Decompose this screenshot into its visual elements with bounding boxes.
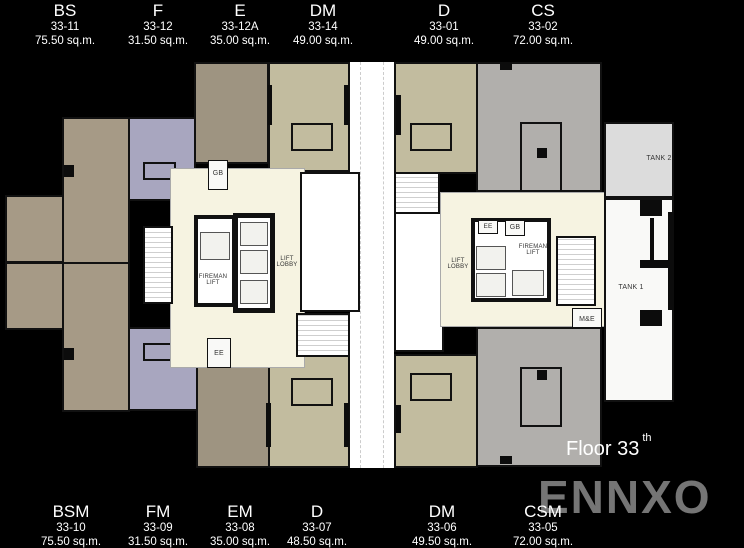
unit-type: CS [531, 1, 555, 20]
unit-type: DM [309, 1, 337, 20]
unit-type: D [437, 1, 451, 20]
lift-lobby-left-label: LIFT LOBBY [276, 256, 298, 268]
floor-suffix: th [642, 432, 652, 445]
gb-right-label: GB [509, 224, 521, 231]
unit-area: 35.00 sq.m. [209, 34, 271, 47]
tank-2-label: TANK 2 [646, 155, 672, 162]
unit-number: 33-09 [143, 521, 173, 534]
stair-left-lower [296, 313, 350, 357]
stair-left [143, 226, 173, 304]
unit-type: BS [53, 1, 77, 20]
unit-33-10 [62, 262, 130, 412]
fireman-lift-left-label: FIREMAN LIFT [198, 274, 228, 286]
unit-33-14 [268, 62, 350, 172]
floor-label: Floor 33 [566, 438, 640, 460]
unit-type: EM [227, 502, 253, 521]
gb-left-label: GB [212, 170, 224, 177]
unit-area: 75.50 sq.m. [34, 34, 96, 47]
me-room-label: M&E [579, 316, 595, 323]
stair-right-upper [394, 172, 440, 214]
tank-1 [604, 198, 674, 402]
stair-right [556, 236, 596, 306]
lift-left-3 [240, 280, 268, 304]
lift-left-2 [240, 250, 268, 274]
unit-33-01 [394, 62, 478, 174]
unit-area: 31.50 sq.m. [127, 34, 189, 47]
unit-label-33-12: F 33-12 31.50 sq.m. [103, 2, 213, 47]
unit-type: FM [145, 502, 171, 521]
unit-label-33-12A: E 33-12A 35.00 sq.m. [185, 2, 295, 47]
unit-area: 72.00 sq.m. [512, 34, 574, 47]
unit-33-08 [196, 366, 270, 468]
unit-area: 49.00 sq.m. [413, 34, 475, 47]
unit-number: 33-01 [429, 20, 459, 33]
unit-label-33-01: D 33-01 49.00 sq.m. [389, 2, 499, 47]
unit-type: CSM [524, 502, 562, 521]
unit-label-33-05: CSM 33-05 72.00 sq.m. [488, 503, 598, 548]
unit-number: 33-05 [528, 521, 558, 534]
unit-area: 48.50 sq.m. [286, 535, 348, 548]
lift-left-1 [240, 222, 268, 246]
tank-1-label: TANK 1 [618, 284, 644, 291]
unit-label-33-14: DM 33-14 49.00 sq.m. [268, 2, 378, 47]
unit-label-33-07: D 33-07 48.50 sq.m. [262, 503, 372, 548]
lift-right-2 [476, 273, 506, 297]
unit-number: 33-14 [308, 20, 338, 33]
fireman-lift-right-label: FIREMAN LIFT [518, 244, 548, 256]
unit-area: 49.00 sq.m. [292, 34, 354, 47]
unit-label-33-06: DM 33-06 49.50 sq.m. [387, 503, 497, 548]
tank-2 [604, 122, 674, 198]
unit-number: 33-12A [221, 20, 259, 33]
fireman-lift-right [512, 270, 544, 296]
unit-33-11 [62, 117, 130, 267]
unit-number: 33-02 [528, 20, 558, 33]
unit-number: 33-11 [50, 20, 80, 33]
unit-type: BSM [52, 502, 90, 521]
unit-type: DM [428, 502, 456, 521]
unit-number: 33-08 [225, 521, 255, 534]
unit-number: 33-12 [143, 20, 173, 33]
unit-number: 33-06 [427, 521, 457, 534]
unit-33-06 [394, 354, 478, 468]
lift-lobby-right-label: LIFT LOBBY [447, 258, 469, 270]
ee-left-label: EE [214, 350, 224, 357]
unit-type: E [234, 1, 246, 20]
unit-type: F [152, 1, 164, 20]
lift-right-1 [476, 246, 506, 270]
unit-number: 33-10 [56, 521, 86, 534]
unit-area: 72.00 sq.m. [512, 535, 574, 548]
unit-label-33-11: BS 33-11 75.50 sq.m. [10, 2, 120, 47]
unit-type: D [310, 502, 324, 521]
unit-number: 33-07 [302, 521, 332, 534]
unit-33-07 [268, 354, 350, 468]
unit-label-33-02: CS 33-02 72.00 sq.m. [488, 2, 598, 47]
watermark-logo: ENNXO [538, 471, 712, 523]
fireman-lift-left [200, 232, 230, 260]
unit-33-12A [194, 62, 269, 164]
unit-area: 49.50 sq.m. [411, 535, 473, 548]
ee-right-label: EE [483, 223, 493, 230]
unit-33-05 [476, 327, 602, 467]
